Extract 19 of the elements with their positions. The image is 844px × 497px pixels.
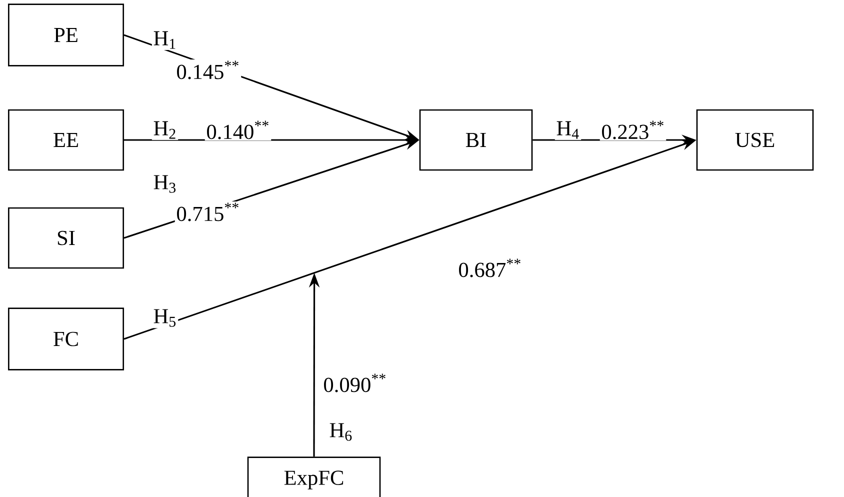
path-coefficient: 0.090$^{**}$ bbox=[322, 372, 388, 394]
construct-box: EE bbox=[8, 109, 124, 171]
construct-box: BI bbox=[419, 109, 533, 171]
hypothesis-label: H$_{6}$ bbox=[328, 422, 354, 442]
path-coefficient: 0.687$^{**}$ bbox=[456, 257, 524, 279]
construct-box: FC bbox=[8, 308, 124, 370]
construct-box: SI bbox=[8, 207, 124, 269]
path-coefficient: 0.140$^{**}$ bbox=[204, 119, 272, 141]
hypothesis-label: H$_{3}$ bbox=[152, 174, 178, 194]
hypothesis-label: H$_{2}$ bbox=[152, 120, 178, 140]
construct-box: ExpFC bbox=[247, 456, 381, 497]
hypothesis-label: H$_{5}$ bbox=[152, 308, 178, 328]
path-coefficient: 0.223$^{**}$ bbox=[600, 119, 666, 141]
path-coefficient: 0.145$^{**}$ bbox=[174, 59, 242, 81]
hypothesis-label: H$_{4}$ bbox=[554, 120, 582, 140]
construct-box: USE bbox=[696, 109, 814, 171]
construct-box: PE bbox=[8, 4, 124, 66]
path-coefficient: 0.715$^{**}$ bbox=[174, 201, 242, 223]
hypothesis-label: H$_{1}$ bbox=[152, 30, 178, 50]
